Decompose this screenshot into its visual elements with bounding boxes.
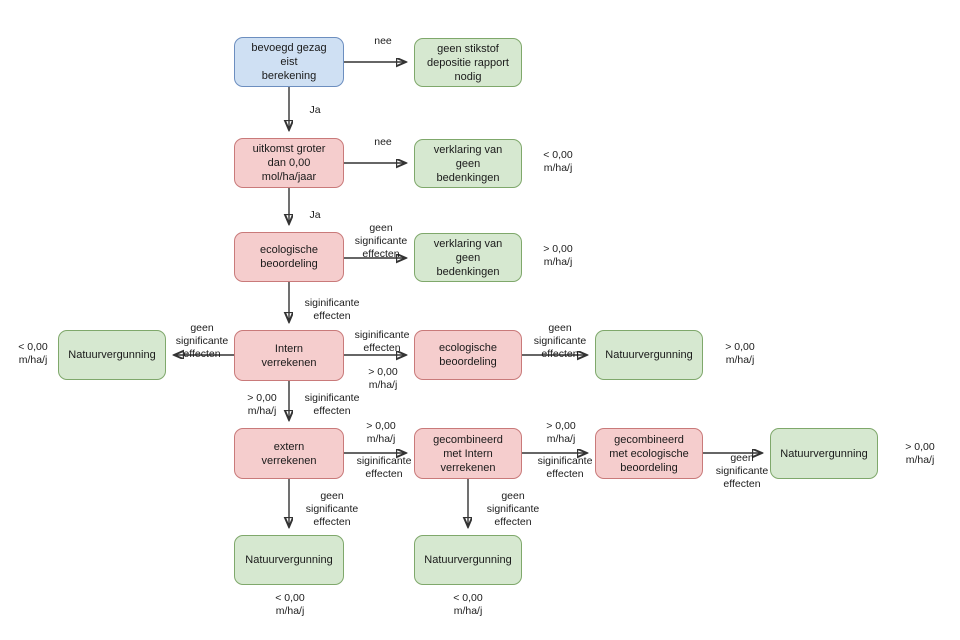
edge-label-e8: siginificante effecten: [354, 329, 410, 354]
node-n14[interactable]: Natuurvergunning: [770, 428, 878, 479]
edge-label-e12: siginificante effecten: [304, 392, 360, 417]
node-n1[interactable]: bevoegd gezag eist berekening: [234, 37, 344, 87]
edge-label-e6: siginificante effecten: [304, 297, 360, 322]
edge-label-e14: siginificante effecten: [356, 455, 412, 480]
node-n15[interactable]: Natuurvergunning: [234, 535, 344, 585]
edge-label-e3: nee: [374, 136, 392, 148]
edge-label-e18: geen significante effecten: [305, 490, 359, 528]
node-n7[interactable]: Natuurvergunning: [58, 330, 166, 380]
node-n2[interactable]: geen stikstof depositie rapport nodig: [414, 38, 522, 87]
value-label-v4: > 0,00 m/ha/j: [725, 341, 755, 366]
value-label-v2: > 0,00 m/ha/j: [543, 243, 573, 268]
edge-label-e19: geen significante effecten: [486, 490, 540, 528]
edge-label-e9: > 0,00 m/ha/j: [368, 366, 398, 391]
value-label-v6: < 0,00 m/ha/j: [275, 592, 305, 617]
value-label-v1: < 0,00 m/ha/j: [543, 149, 573, 174]
node-n12[interactable]: gecombineerd met Intern verrekenen: [414, 428, 522, 479]
node-n4[interactable]: verklaring van geen bedenkingen: [414, 139, 522, 188]
node-n3[interactable]: uitkomst groter dan 0,00 mol/ha/jaar: [234, 138, 344, 188]
edge-label-e11: > 0,00 m/ha/j: [247, 392, 277, 417]
node-n9[interactable]: ecologische beoordeling: [414, 330, 522, 380]
node-n5[interactable]: ecologische beoordeling: [234, 232, 344, 282]
value-label-v3: < 0,00 m/ha/j: [18, 341, 48, 366]
node-n11[interactable]: extern verrekenen: [234, 428, 344, 479]
value-label-v7: < 0,00 m/ha/j: [453, 592, 483, 617]
edge-label-e1: nee: [374, 35, 392, 47]
edge-label-e13: > 0,00 m/ha/j: [366, 420, 396, 445]
edge-label-e10: geen significante effecten: [533, 322, 587, 360]
node-n10[interactable]: Natuurvergunning: [595, 330, 703, 380]
node-n16[interactable]: Natuurvergunning: [414, 535, 522, 585]
node-n8[interactable]: Intern verrekenen: [234, 330, 344, 381]
edge-label-e4: Ja: [309, 209, 321, 221]
node-n13[interactable]: gecombineerd met ecologische beoordeling: [595, 428, 703, 479]
node-n6[interactable]: verklaring van geen bedenkingen: [414, 233, 522, 282]
edge-label-e15: > 0,00 m/ha/j: [546, 420, 576, 445]
edge-label-e7: geen significante effecten: [175, 322, 229, 360]
edge-label-e2: Ja: [309, 104, 321, 116]
value-label-v5: > 0,00 m/ha/j: [905, 441, 935, 466]
edge-label-e17: geen significante effecten: [715, 452, 769, 490]
edge-label-e16: siginificante effecten: [537, 455, 593, 480]
edge-label-e5: geen significante effecten: [354, 222, 408, 260]
